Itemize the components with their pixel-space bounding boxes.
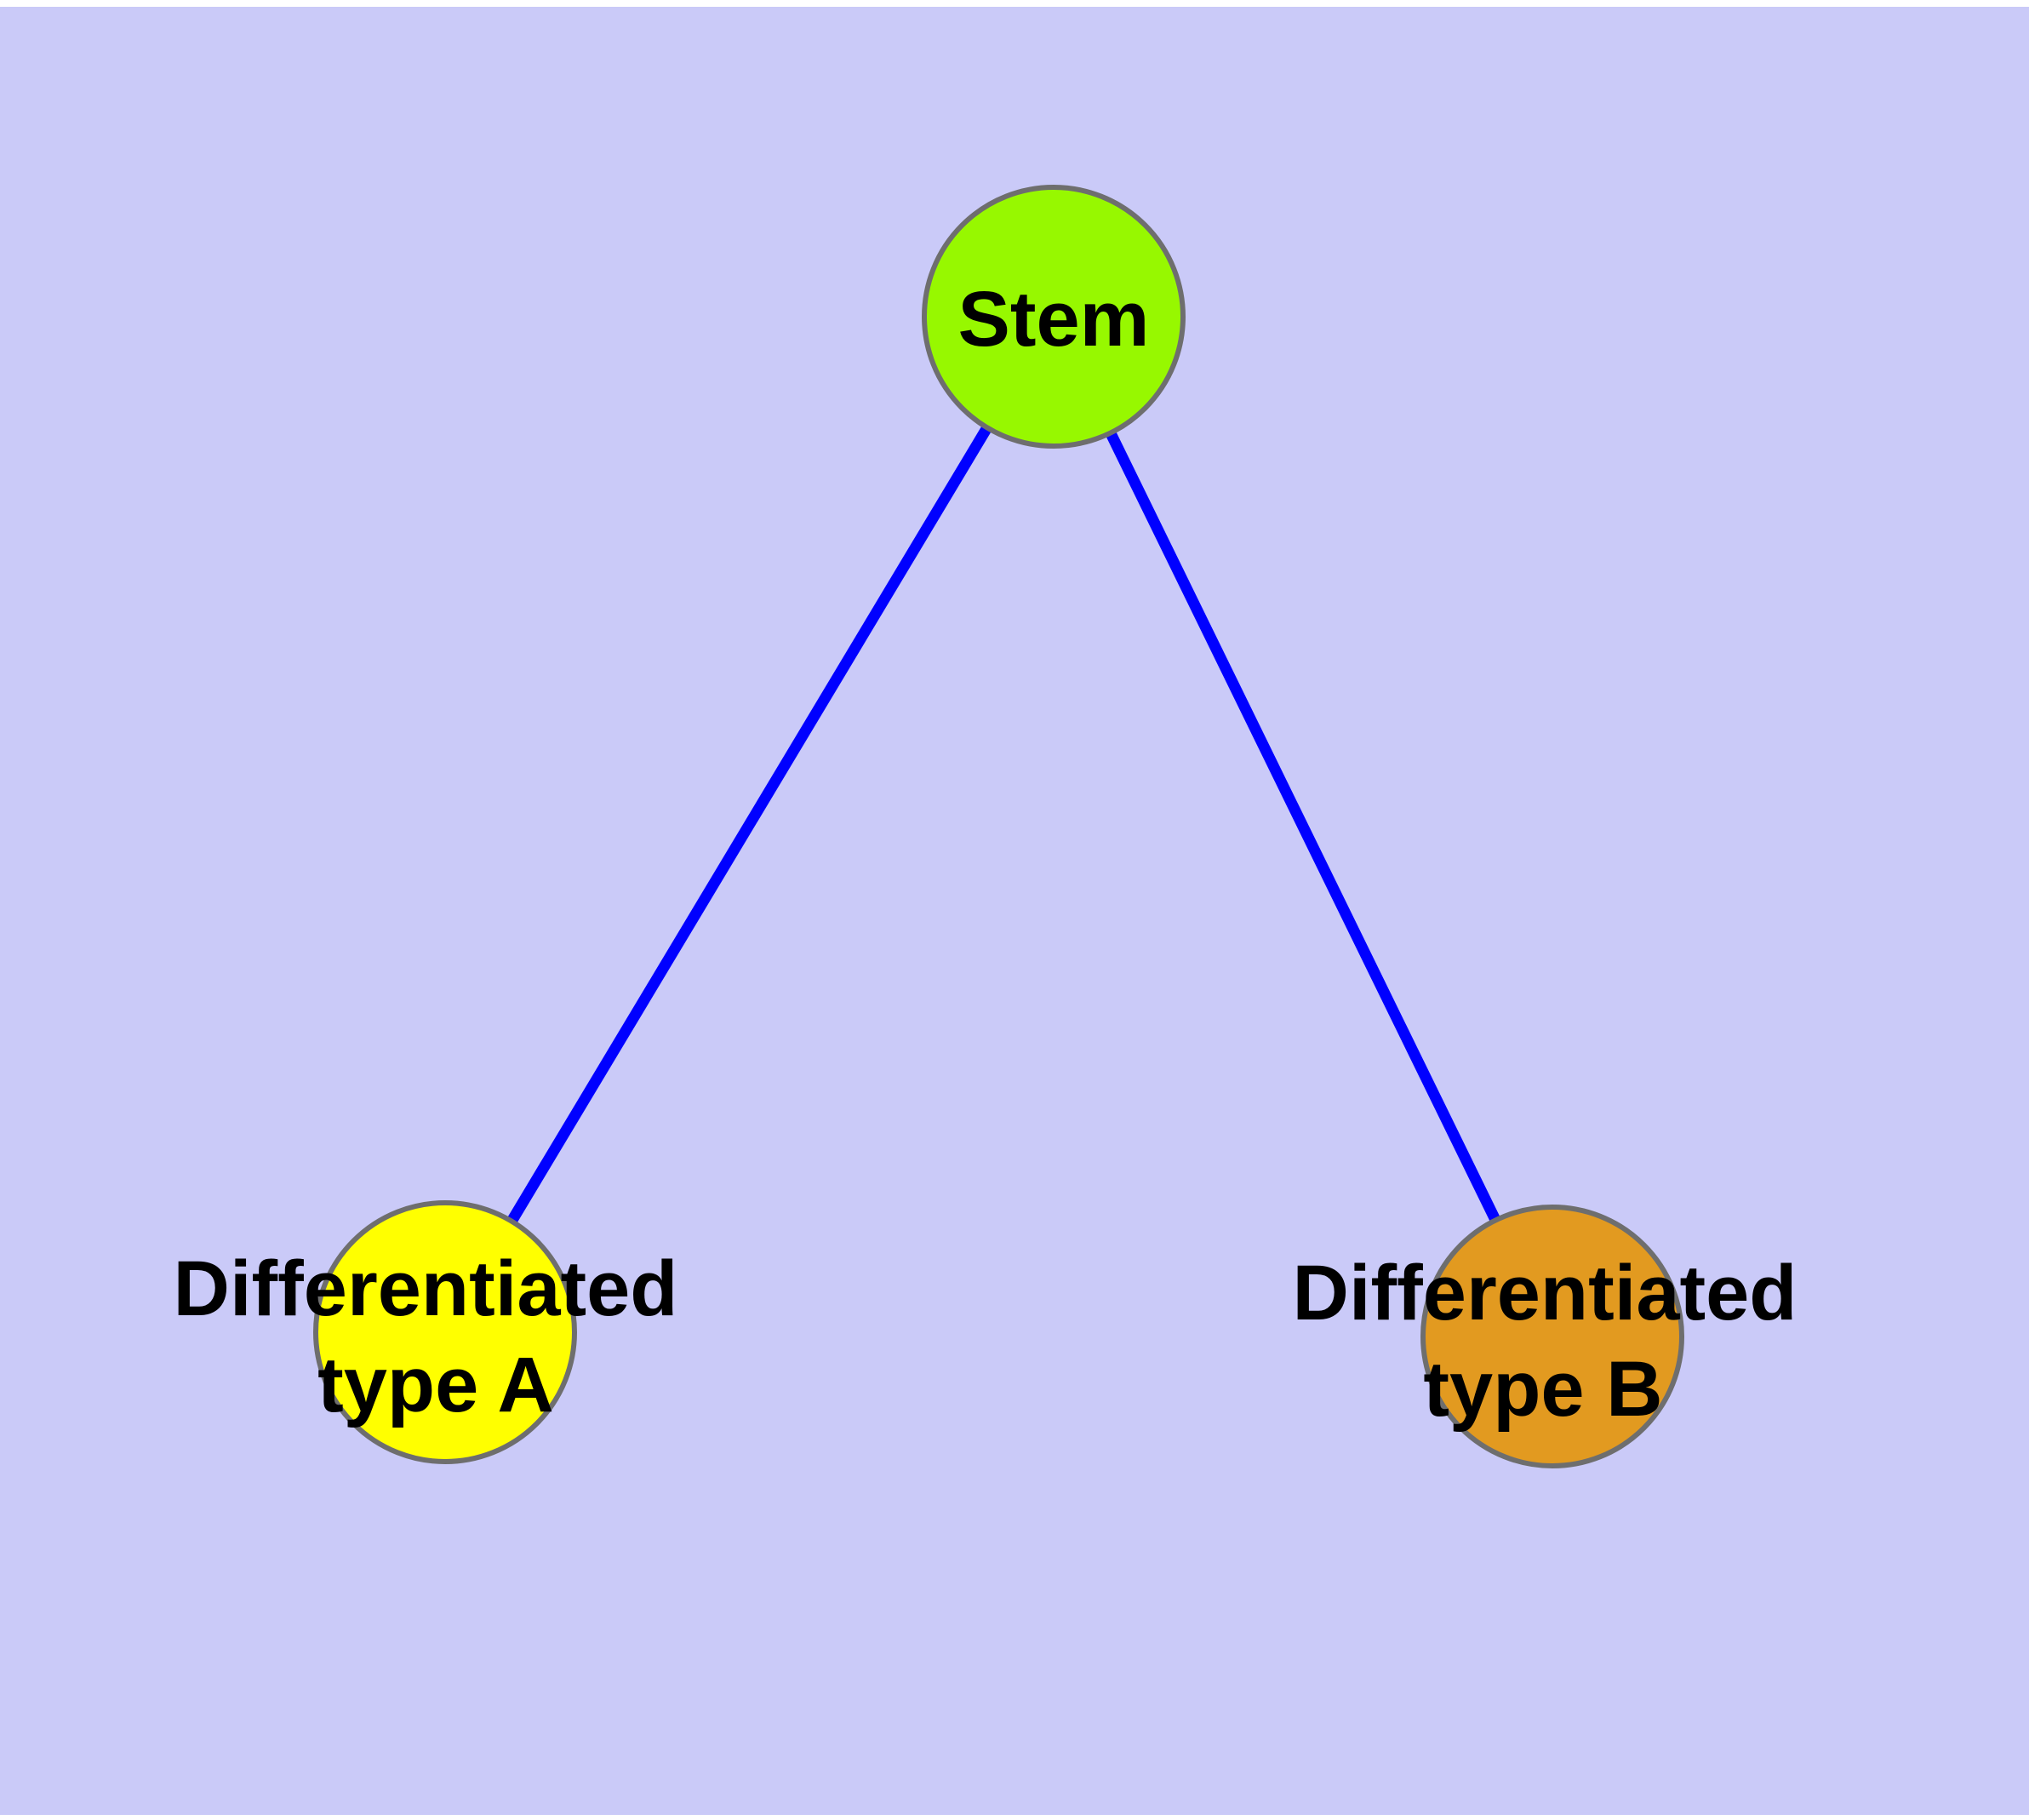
- node-stem: [922, 185, 1186, 449]
- node-type-b-label-line1: Differentiated: [1293, 1250, 1798, 1336]
- node-type-b-label-line2: type B: [1423, 1346, 1662, 1433]
- node-differentiated-type-a: [313, 1200, 577, 1464]
- node-type-a-label-line1: Differentiated: [174, 1245, 678, 1332]
- edge-stem-to-type-a: [440, 313, 1059, 1336]
- node-type-a-label-line2: type A: [317, 1342, 554, 1428]
- node-stem-label: Stem: [958, 276, 1150, 363]
- node-differentiated-type-b: [1420, 1205, 1684, 1468]
- edge-stem-to-type-b: [1049, 314, 1557, 1339]
